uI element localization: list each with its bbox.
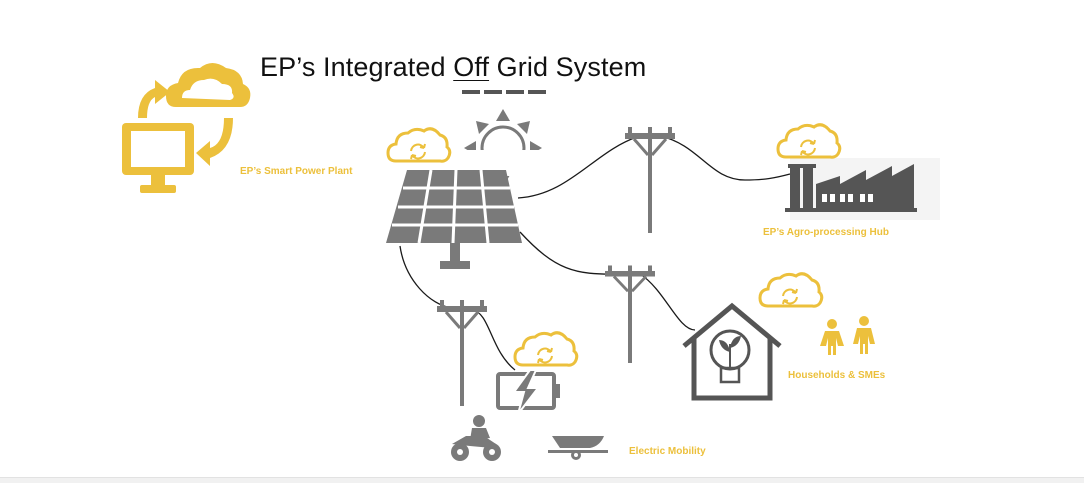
wire-panel-to-pole-2 <box>519 231 619 275</box>
factory-icon <box>785 158 940 220</box>
house-bulb-icon <box>682 302 782 401</box>
label-electric-mobility: Electric Mobility <box>629 446 706 457</box>
computer-monitor-icon <box>122 123 194 193</box>
page-title: EP’s Integrated Off Grid System <box>260 52 647 82</box>
wire-panel-to-pole-1 <box>517 135 641 199</box>
label-smart-power-plant: EP’s Smart Power Plant <box>240 166 353 177</box>
wire-pole-1-to-hub <box>659 135 791 181</box>
cloud-sync-icon-household <box>758 272 824 308</box>
bottom-border <box>0 477 1084 483</box>
cloud-sync-icon-hub <box>776 123 842 159</box>
sync-arrows-icon <box>138 80 233 166</box>
people-icon <box>820 316 875 355</box>
label-households-smes: Households & SMEs <box>788 370 886 381</box>
motorbike-icon <box>451 415 501 461</box>
label-agro-processing-hub: EP’s Agro-processing Hub <box>763 227 889 238</box>
power-wires <box>399 135 791 371</box>
cloud-icon <box>166 63 251 107</box>
battery-charge-icon <box>496 369 560 415</box>
solar-panel-icon <box>386 169 522 269</box>
wire-panel-to-pole-3 <box>399 245 453 309</box>
boat-trailer-icon <box>548 436 608 460</box>
cloud-sync-icon-battery <box>513 331 579 367</box>
wire-pole-2-to-house <box>639 273 696 331</box>
utility-pole-icon-hub <box>623 125 677 235</box>
title-underlined-word: Off <box>453 52 490 82</box>
cloud-sync-icon-plant <box>386 127 452 163</box>
title-dash-divider <box>462 90 548 94</box>
utility-pole-icon-mobility <box>435 298 489 408</box>
wire-pole-3-to-battery <box>471 309 516 371</box>
